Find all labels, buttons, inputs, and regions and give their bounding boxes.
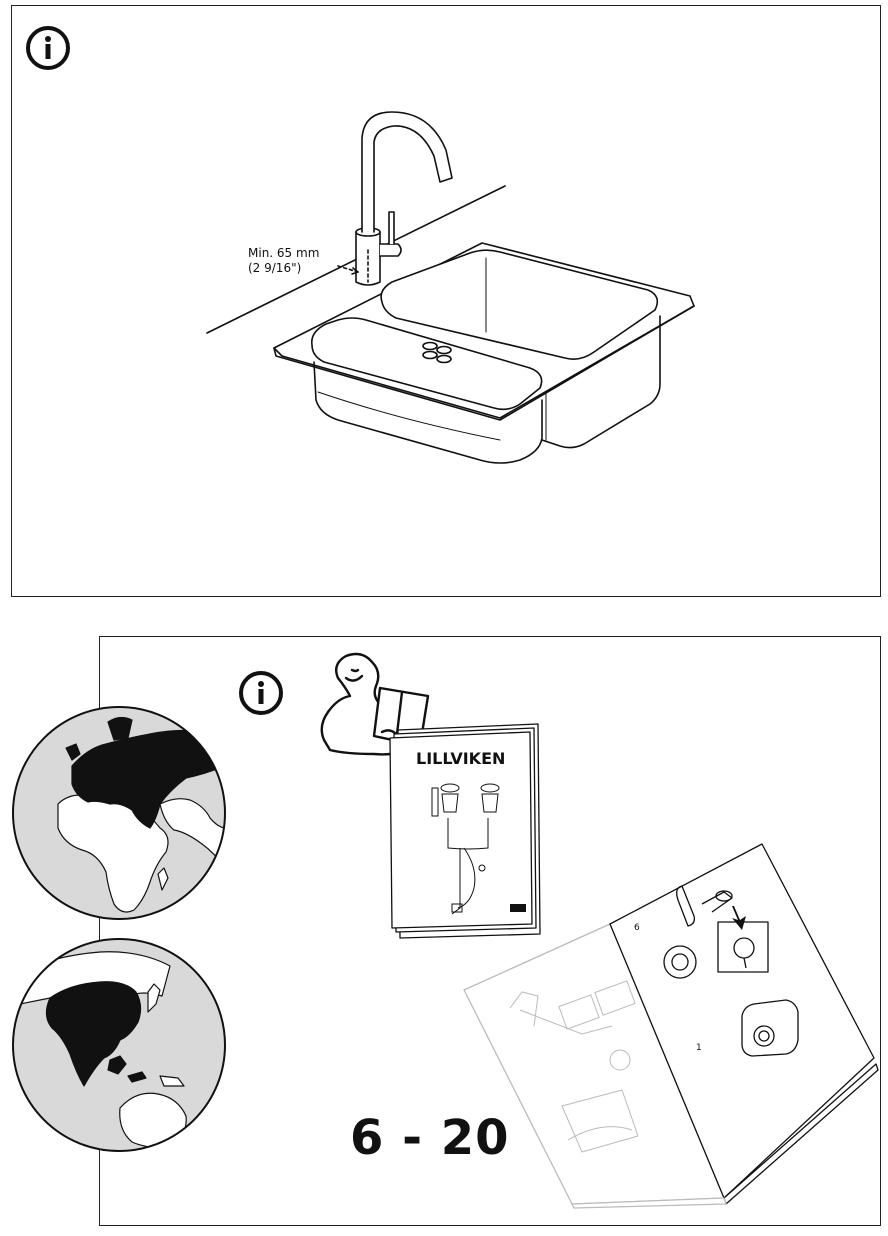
- sink-faucet-illustration: [206, 111, 695, 464]
- min-distance-inches: (2 9/16"): [248, 261, 302, 275]
- globe-asia-oceania-icon: [12, 938, 226, 1152]
- min-distance-label: Min. 65 mm (2 9/16"): [248, 246, 319, 276]
- globe-europe-africa-icon: [12, 706, 226, 920]
- open-manual-illustration: 6 1: [463, 843, 879, 1209]
- info-icon: [239, 671, 283, 715]
- min-distance-mm: Min. 65 mm: [248, 246, 320, 260]
- booklet-page-number-left: 6: [634, 923, 640, 933]
- booklet-page-number-right: 1: [696, 1043, 702, 1053]
- lillviken-manual-illustration: LILLVIKEN: [389, 723, 541, 939]
- page-range-label: 6 - 20: [350, 1110, 510, 1166]
- info-icon: [26, 26, 70, 70]
- booklet-title: LILLVIKEN: [416, 749, 505, 768]
